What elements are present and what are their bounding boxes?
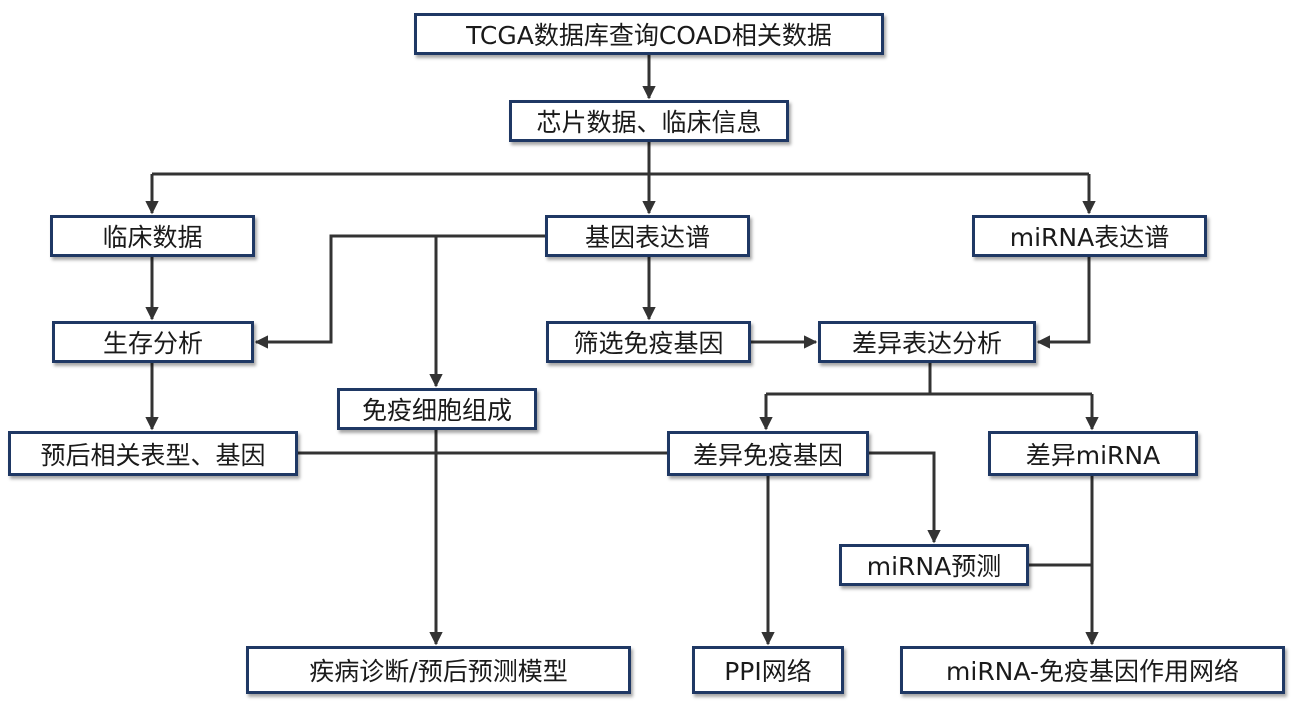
node-gene-expression: 基因表达谱 [545, 215, 750, 257]
edge-mirnaexpr-to-deanalysis [1036, 257, 1091, 349]
node-ppi-network: PPI网络 [692, 646, 844, 694]
node-screen-immune-genes: 筛选免疫基因 [546, 321, 751, 363]
node-diagnosis-prognosis-model: 疾病诊断/预后预测模型 [246, 646, 631, 694]
node-clinical-data: 临床数据 [50, 215, 255, 257]
node-de-mirna: 差异miRNA [988, 431, 1198, 476]
node-immune-cell-composition-label: 免疫细胞组成 [361, 396, 512, 425]
node-mirna-immune-network-label: miRNA-免疫基因作用网络 [946, 657, 1239, 686]
node-mirna-expression: miRNA表达谱 [972, 215, 1207, 257]
node-tcga-query-label: TCGA数据库查询COAD相关数据 [466, 21, 832, 50]
node-screen-immune-genes-label: 筛选免疫基因 [573, 329, 724, 358]
node-clinical-data-label: 临床数据 [102, 223, 203, 252]
node-prognostic-phenotype-label: 预后相关表型、基因 [40, 440, 266, 470]
edge-geneexpr-left [254, 234, 545, 349]
node-survival-analysis-label: 生存分析 [102, 329, 203, 358]
node-chip-clinical-data: 芯片数据、临床信息 [509, 100, 789, 142]
node-gene-expression-label: 基因表达谱 [584, 223, 710, 252]
node-de-immune-genes: 差异免疫基因 [667, 431, 869, 476]
node-immune-cell-composition: 免疫细胞组成 [337, 388, 537, 430]
node-differential-expression: 差异表达分析 [818, 321, 1036, 363]
node-mirna-prediction: miRNA预测 [839, 544, 1029, 586]
node-de-immune-genes-label: 差异免疫基因 [692, 440, 843, 470]
node-tcga-query: TCGA数据库查询COAD相关数据 [414, 13, 884, 55]
node-mirna-immune-network: miRNA-免疫基因作用网络 [900, 646, 1285, 694]
node-diagnosis-prognosis-model-label: 疾病诊断/预后预测模型 [309, 657, 568, 686]
node-mirna-expression-label: miRNA表达谱 [1009, 223, 1170, 252]
node-de-mirna-label: 差异miRNA [1025, 440, 1161, 470]
edge-deimmune-to-mirpred [869, 451, 941, 544]
node-differential-expression-label: 差异表达分析 [851, 329, 1002, 358]
node-survival-analysis: 生存分析 [52, 321, 254, 363]
node-chip-clinical-data-label: 芯片数据、临床信息 [536, 108, 762, 137]
node-mirna-prediction-label: miRNA预测 [866, 552, 1002, 581]
node-ppi-network-label: PPI网络 [724, 657, 812, 686]
node-prognostic-phenotype: 预后相关表型、基因 [8, 431, 298, 476]
